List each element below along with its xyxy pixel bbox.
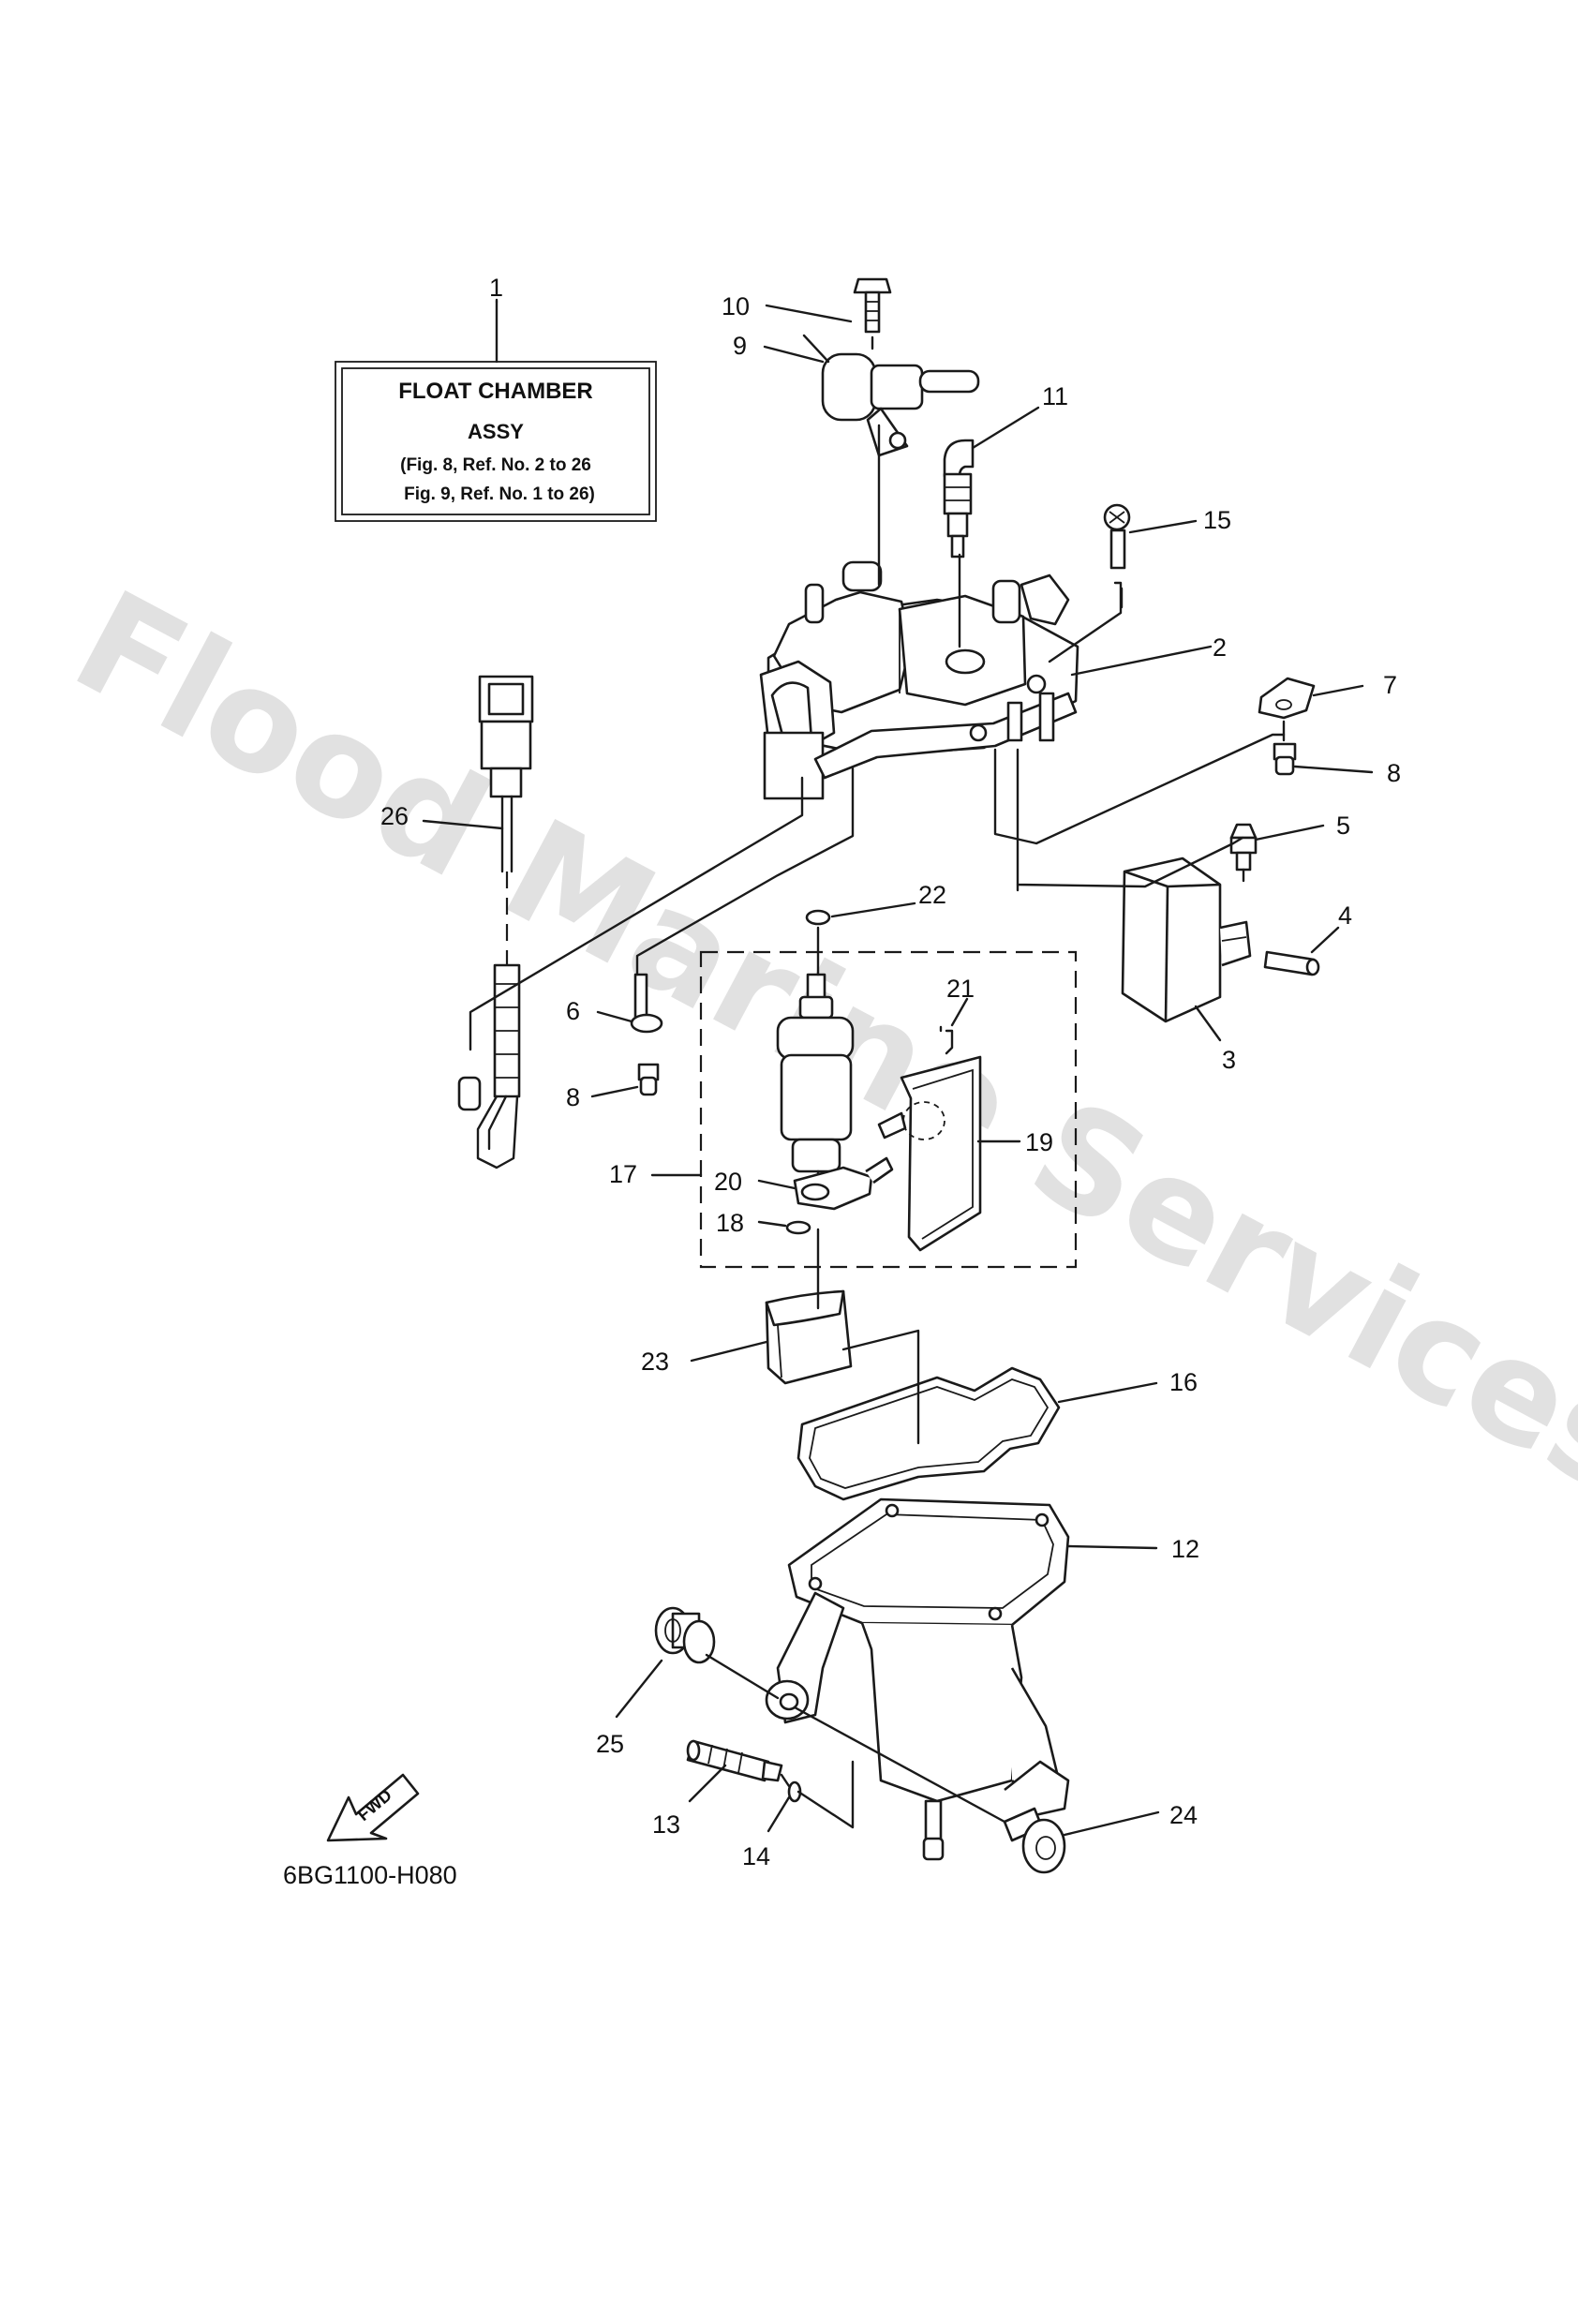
callout-5: 5 xyxy=(1336,812,1350,840)
float-bracket xyxy=(765,1591,845,1724)
callout-12: 12 xyxy=(1171,1535,1199,1563)
note-line-2: ASSY xyxy=(468,420,524,443)
part-25-grommet xyxy=(654,1606,716,1664)
fwd-arrow-icon: FWD xyxy=(326,1773,420,1842)
callout-10: 10 xyxy=(722,292,750,320)
callout-17: 17 xyxy=(609,1160,637,1188)
part-3-float xyxy=(1121,857,1252,1023)
part-8-screw-left xyxy=(637,1063,660,1096)
part-15-screw xyxy=(1103,503,1131,609)
part-24-plug xyxy=(1003,1807,1066,1874)
part-2-chamber-body xyxy=(759,560,1079,800)
callout-13: 13 xyxy=(652,1810,680,1839)
callout-16: 16 xyxy=(1169,1368,1198,1396)
callout-24: 24 xyxy=(1169,1801,1198,1829)
callout-7: 7 xyxy=(1383,671,1397,699)
callout-4: 4 xyxy=(1338,901,1352,930)
part-13-screw xyxy=(686,1739,783,1782)
callout-19: 19 xyxy=(1025,1128,1053,1156)
float-chamber-note: FLOAT CHAMBER ASSY (Fig. 8, Ref. No. 2 t… xyxy=(335,300,657,522)
callout-2: 2 xyxy=(1213,633,1227,662)
callout-25: 25 xyxy=(596,1730,624,1758)
part-10-bolt xyxy=(853,277,892,350)
callout-11: 11 xyxy=(1042,382,1068,410)
part-6-bracket xyxy=(630,973,663,1034)
part-8-screw-right xyxy=(1273,720,1297,776)
part-20-holder xyxy=(793,1156,894,1211)
note-line-4: Fig. 9, Ref. No. 1 to 26) xyxy=(404,484,595,504)
part-21-clip xyxy=(945,1029,954,1055)
part-9-regulator xyxy=(802,334,980,457)
callout-15: 15 xyxy=(1203,506,1231,534)
part-16-gasket xyxy=(796,1366,1061,1501)
part-17-group-box xyxy=(699,950,1078,1269)
figure-code: 6BG1100-H080 xyxy=(283,1861,457,1889)
part-12-float-chamber xyxy=(787,1497,1070,1861)
part-22-oring xyxy=(805,909,831,926)
callout-1: 1 xyxy=(489,274,503,302)
part-11-fitting xyxy=(943,439,975,559)
callout-8: 8 xyxy=(1387,759,1401,787)
callout-8b: 8 xyxy=(566,1083,580,1111)
part-4-pin xyxy=(1263,950,1320,976)
callout-numbers: 1 2 3 4 5 6 7 8 8 9 10 11 12 13 14 15 16… xyxy=(380,274,1401,1870)
part-23-damper xyxy=(765,1289,853,1385)
callout-20: 20 xyxy=(714,1168,742,1196)
callout-22: 22 xyxy=(918,881,946,909)
part-19-filter xyxy=(877,1055,982,1252)
part-7-bracket xyxy=(1258,677,1316,720)
note-line-3: (Fig. 8, Ref. No. 2 to 26 xyxy=(400,455,591,475)
part-26-harness xyxy=(457,675,534,1169)
part-18-ring xyxy=(785,1220,811,1235)
callout-23: 23 xyxy=(641,1348,669,1376)
reference-lines xyxy=(469,424,1286,1829)
callout-18: 18 xyxy=(716,1209,744,1237)
callout-21: 21 xyxy=(946,975,975,1003)
callout-26: 26 xyxy=(380,802,409,830)
callout-3: 3 xyxy=(1222,1046,1236,1074)
callout-9: 9 xyxy=(733,332,747,360)
fuel-pump xyxy=(776,973,855,1186)
leader-lines xyxy=(422,298,1374,1837)
callout-6: 6 xyxy=(566,997,580,1025)
note-line-1: FLOAT CHAMBER xyxy=(398,379,593,404)
part-5-needle-valve xyxy=(1229,823,1258,883)
callout-14: 14 xyxy=(742,1842,770,1870)
